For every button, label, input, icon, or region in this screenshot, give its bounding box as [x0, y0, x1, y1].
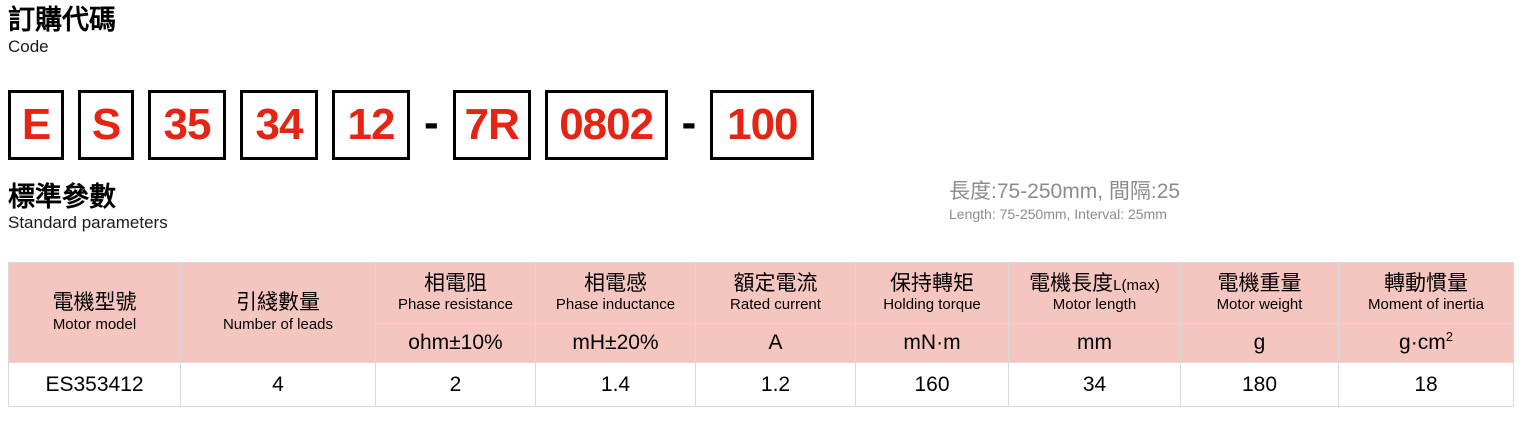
- header-en-motor-model: Motor model: [52, 315, 137, 333]
- unit-cell-motor-weight: g: [1180, 323, 1339, 363]
- unit-phase-inductance: mH±20%: [572, 331, 659, 355]
- value-phase-inductance: 1.4: [600, 372, 631, 396]
- order-code-title-zh: 訂購代碼: [8, 5, 116, 35]
- value-holding-torque: 160: [914, 372, 950, 396]
- table-header-row-units: ohm±10% mH±20% A mN·m mm g g·cm2: [9, 323, 1514, 363]
- value-moment-of-inertia: 18: [1414, 372, 1438, 396]
- cell-motor-weight: 180: [1180, 362, 1339, 407]
- header-en-moment-of-inertia: Moment of inertia: [1368, 296, 1484, 314]
- header-en-rated-current: Rated current: [730, 296, 821, 314]
- cell-motor-length: 34: [1008, 362, 1181, 407]
- header-cell-phase-inductance: 相電感 Phase inductance: [535, 262, 696, 324]
- unit-motor-length: mm: [1077, 331, 1112, 355]
- header-cell-holding-torque: 保持轉矩 Holding torque: [855, 262, 1009, 324]
- cell-moment-of-inertia: 18: [1338, 362, 1514, 407]
- standard-parameters-title-en: Standard parameters: [8, 213, 168, 233]
- table-row: ES353412 4 2 1.4 1.2 160 34 180: [8, 362, 1514, 407]
- value-phase-resistance: 2: [449, 372, 462, 396]
- header-cell-phase-resistance: 相電阻 Phase resistance: [375, 262, 536, 324]
- length-note-en: Length: 75-250mm, Interval: 25mm: [949, 206, 1167, 223]
- cell-phase-inductance: 1.4: [535, 362, 696, 407]
- code-box-3: 35: [148, 90, 226, 160]
- header-zh-motor-model: 電機型號: [52, 291, 137, 315]
- unit-cell-holding-torque: mN·m: [855, 323, 1009, 363]
- value-motor-weight: 180: [1241, 372, 1278, 396]
- header-zh-number-of-leads: 引綫數量: [236, 291, 320, 315]
- standard-parameters-title-zh: 標準參數: [8, 182, 116, 212]
- length-note: 長度:75-250mm, 間隔:25 Length: 75-250mm, Int…: [949, 180, 1180, 223]
- unit-phase-resistance: ohm±10%: [408, 331, 503, 355]
- unit-cell-phase-resistance: ohm±10%: [375, 323, 536, 363]
- length-note-zh: 長度:75-250mm, 間隔:25: [949, 180, 1181, 203]
- unit-holding-torque: mN·m: [903, 331, 961, 355]
- unit-motor-weight: g: [1253, 331, 1266, 355]
- unit-cell-rated-current: A: [695, 323, 856, 363]
- order-code-title-en: Code: [8, 37, 49, 57]
- code-separator-2: -: [681, 98, 697, 147]
- cell-holding-torque: 160: [855, 362, 1009, 407]
- header-cell-rated-current: 額定電流 Rated current: [695, 262, 856, 324]
- header-zh-rated-current: 額定電流: [733, 271, 818, 295]
- code-box-6: 7R: [452, 90, 531, 160]
- unit-cell-motor-length: mm: [1008, 323, 1181, 363]
- value-motor-model: ES353412: [45, 372, 144, 396]
- header-cell-number-of-leads: 引綫數量 Number of leads: [180, 262, 376, 363]
- header-zh-motor-length-main: 電機長度: [1029, 271, 1114, 295]
- code-separator-1: -: [424, 98, 439, 147]
- header-zh-phase-resistance: 相電阻: [424, 271, 487, 295]
- code-box-1: E: [8, 90, 64, 160]
- value-rated-current: 1.2: [760, 372, 791, 396]
- cell-phase-resistance: 2: [375, 362, 536, 407]
- header-en-phase-resistance: Phase resistance: [397, 296, 514, 314]
- header-zh-motor-length-suffix: L(max): [1113, 276, 1160, 294]
- unit-cell-moment-of-inertia: g·cm2: [1338, 323, 1514, 363]
- unit-cell-phase-inductance: mH±20%: [535, 323, 696, 363]
- header-en-motor-length: Motor length: [1052, 296, 1137, 314]
- header-zh-holding-torque: 保持轉矩: [890, 271, 974, 295]
- unit-rated-current: A: [768, 331, 783, 355]
- code-box-5: 12: [332, 90, 410, 160]
- header-en-motor-weight: Motor weight: [1216, 296, 1303, 314]
- code-box-8: 100: [710, 90, 815, 160]
- header-zh-motor-length: 電機長度L(max): [1009, 272, 1180, 297]
- header-en-holding-torque: Holding torque: [883, 296, 981, 314]
- header-cell-motor-weight: 電機重量 Motor weight: [1180, 262, 1339, 324]
- header-zh-moment-of-inertia: 轉動慣量: [1384, 271, 1468, 295]
- header-cell-motor-length: 電機長度L(max) Motor length: [1008, 262, 1181, 324]
- code-box-4: 34: [240, 90, 318, 160]
- header-en-phase-inductance: Phase inductance: [555, 296, 676, 314]
- order-code-heading: 訂購代碼 Code: [8, 6, 116, 57]
- cell-number-of-leads: 4: [180, 362, 376, 407]
- header-cell-motor-model: 電機型號 Motor model: [8, 262, 181, 363]
- unit-moment-of-inertia: g·cm2: [1339, 329, 1513, 355]
- unit-moment-of-inertia-base: g·cm: [1399, 331, 1446, 355]
- standard-parameters-table: 電機型號 Motor model 引綫數量 Number of leads 相電…: [8, 262, 1514, 407]
- code-box-7: 0802: [544, 90, 668, 160]
- header-en-number-of-leads: Number of leads: [222, 315, 334, 333]
- header-cell-moment-of-inertia: 轉動慣量 Moment of inertia: [1338, 262, 1514, 324]
- code-box-2: S: [78, 90, 134, 160]
- value-motor-length: 34: [1082, 372, 1107, 396]
- order-code-row: E S 35 34 12 - 7R 0802 - 100: [8, 87, 828, 163]
- unit-moment-of-inertia-exponent: 2: [1445, 329, 1453, 345]
- cell-motor-model: ES353412: [8, 362, 181, 407]
- table-header-row-primary: 電機型號 Motor model 引綫數量 Number of leads 相電…: [8, 262, 1514, 363]
- cell-rated-current: 1.2: [695, 362, 856, 407]
- header-zh-motor-weight: 電機重量: [1217, 271, 1302, 295]
- header-zh-phase-inductance: 相電感: [584, 271, 647, 295]
- value-number-of-leads: 4: [272, 372, 284, 396]
- standard-parameters-heading: 標準參數 Standard parameters: [8, 183, 168, 233]
